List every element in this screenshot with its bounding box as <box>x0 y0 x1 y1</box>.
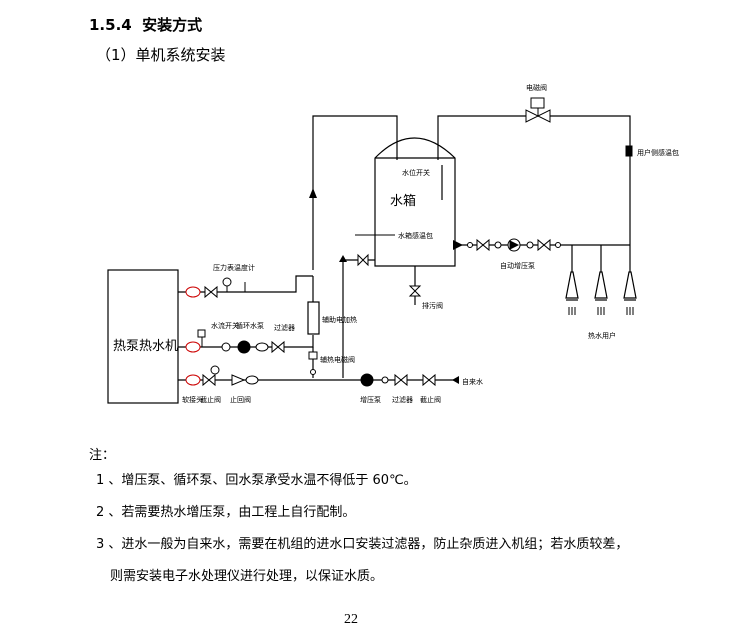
booster-pump-label: 增压泵 <box>360 395 381 404</box>
section-heading: 1.5.4 安装方式 <box>89 14 202 35</box>
solenoid-valve-label: 电磁阀 <box>526 83 547 92</box>
hot-water-users-label: 热水用户 <box>588 331 616 340</box>
tank-label: 水箱 <box>390 193 416 209</box>
aux-heater <box>307 301 320 335</box>
auto-booster-pump-label: 自动增压泵 <box>500 261 535 270</box>
tap-water-label: 自来水 <box>462 377 483 386</box>
water-level-switch-label: 水位开关 <box>402 168 430 177</box>
page-number: 22 <box>344 612 358 627</box>
heat-pump-label: 热泵热水机 <box>113 339 178 354</box>
heat-pump-box <box>107 269 179 404</box>
flow-switch-label: 水流开关 <box>211 321 239 330</box>
note-item: 2 、若需要热水增压泵，由工程上自行配制。 <box>96 505 356 520</box>
aux-heater-label: 辅助电加热 <box>322 315 357 324</box>
user-temp-sensor-label: 用户侧感温包 <box>637 148 679 157</box>
booster-pump-icon <box>360 373 374 387</box>
filter-label: 过滤器 <box>274 323 295 332</box>
tank-temp-sensor-label: 水箱感温包 <box>398 231 433 240</box>
section-subtitle: （1）单机系统安装 <box>96 46 226 64</box>
soft-joint-label: 软接头 <box>182 395 203 404</box>
circ-pump-label: 循环水泵 <box>236 321 264 330</box>
stop-valve-label: 截止阀 <box>200 395 221 404</box>
drain-valve-label: 排污阀 <box>422 301 443 310</box>
section-title: 安装方式 <box>142 16 203 34</box>
check-valve-label: 止回阀 <box>230 395 251 404</box>
aux-heat-solenoid-label: 辅热电磁阀 <box>320 355 355 364</box>
pressure-gauge-label: 压力表 <box>213 263 234 272</box>
stop-valve2-label: 截止阀 <box>420 395 441 404</box>
note-item: 3 、进水一般为自来水，需要在机组的进水口安装过滤器，防止杂质进入机组；若水质较… <box>96 537 629 552</box>
notes-title: 注： <box>89 448 116 463</box>
note-item: 1 、增压泵、循环泵、回水泵承受水温不得低于 60℃。 <box>96 473 417 488</box>
filter2-label: 过滤器 <box>392 395 413 404</box>
circ-pump-icon <box>237 340 251 354</box>
note-item: 则需安装电子水处理仪进行处理，以保证水质。 <box>110 569 384 584</box>
thermometer-label: 温度计 <box>234 263 255 272</box>
tank-body <box>374 137 456 267</box>
section-number: 1.5.4 <box>89 16 132 34</box>
installation-diagram: 热泵热水机 水箱 水位开关 水箱感温包 电磁阀 用户侧感温包 自动增压泵 排污阀… <box>107 83 679 404</box>
